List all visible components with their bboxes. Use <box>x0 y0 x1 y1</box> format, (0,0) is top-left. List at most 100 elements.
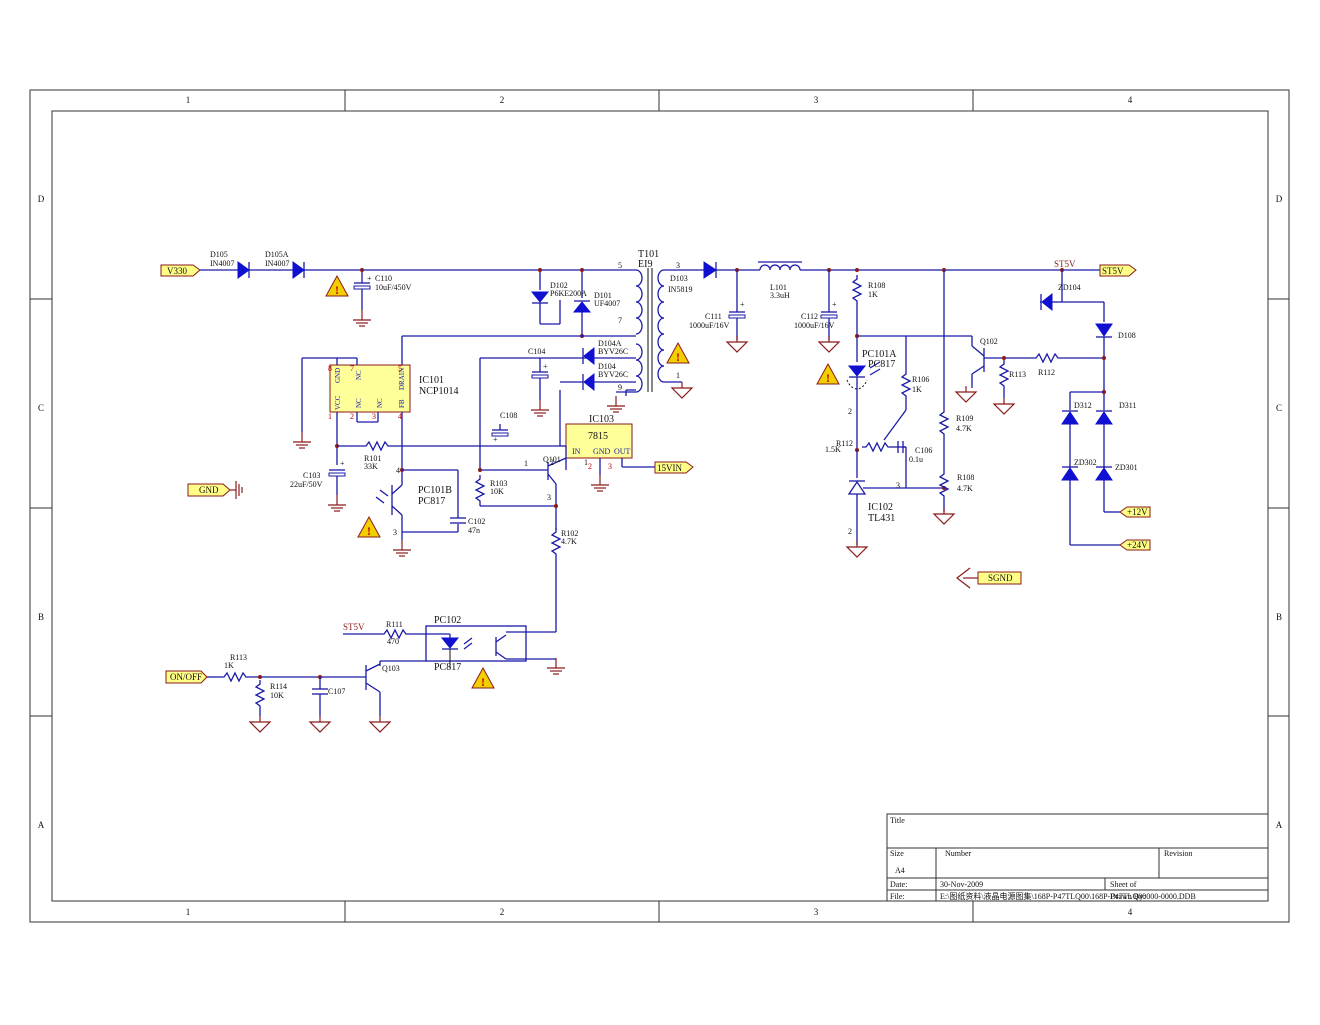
svg-text:D101: D101 <box>594 291 612 300</box>
row-label-right: B <box>1276 612 1282 622</box>
svg-text:8: 8 <box>328 364 332 373</box>
diode-d312: D312 <box>1061 401 1092 425</box>
svg-text:C102: C102 <box>468 517 485 526</box>
svg-text:C107: C107 <box>328 687 345 696</box>
ic-ic101: GND NC DRAIN VCC NC NC FB 8 7 5 1 2 3 4 … <box>328 364 458 421</box>
svg-text:IN4007: IN4007 <box>210 259 234 268</box>
ground-icon <box>846 540 868 558</box>
svg-text:3: 3 <box>608 462 612 471</box>
row-label-left: A <box>38 820 45 830</box>
svg-text:R108: R108 <box>957 473 974 482</box>
transistor-q103: Q103 <box>365 663 400 716</box>
svg-text:V330: V330 <box>167 266 187 276</box>
svg-text:D103: D103 <box>670 274 688 283</box>
resistor-r112 <box>861 442 893 452</box>
svg-text:1: 1 <box>676 371 680 380</box>
ground-icon <box>993 397 1015 415</box>
file-label: File: <box>890 892 905 901</box>
svg-text:4: 4 <box>398 412 402 421</box>
port-onoff: ON/OFF <box>165 670 208 684</box>
svg-text:R108: R108 <box>868 281 885 290</box>
svg-text:PC817: PC817 <box>418 496 445 507</box>
svg-text:R101: R101 <box>364 454 381 463</box>
ground-icon <box>671 381 693 399</box>
ground-icon <box>546 657 566 675</box>
svg-text:D105A: D105A <box>265 250 289 259</box>
svg-text:PC817: PC817 <box>434 662 461 673</box>
ground-icon <box>530 399 550 417</box>
svg-text:D311: D311 <box>1119 401 1136 410</box>
svg-text:R103: R103 <box>490 479 507 488</box>
svg-text:2: 2 <box>588 462 592 471</box>
ground-icon <box>292 431 312 449</box>
svg-text:0.1u: 0.1u <box>909 455 923 464</box>
resistor-r113 <box>219 672 251 682</box>
svg-text:T101: T101 <box>638 249 659 260</box>
ground-icon <box>309 715 331 733</box>
ground-icon <box>955 385 977 403</box>
number-label: Number <box>945 849 972 858</box>
svg-text:+: + <box>740 300 745 309</box>
svg-text:BYV26C: BYV26C <box>598 347 628 356</box>
svg-text:4.7K: 4.7K <box>957 484 973 493</box>
warning-icon <box>357 516 381 539</box>
ground-icon <box>352 309 372 327</box>
svg-text:9: 9 <box>618 383 622 392</box>
svg-text:+: + <box>340 459 345 468</box>
date-label: Date: <box>890 880 907 889</box>
inner-border <box>51 110 1269 902</box>
inductor-l101: L101 3.3uH <box>758 261 802 300</box>
svg-text:1.5K: 1.5K <box>825 445 841 454</box>
svg-text:IN5819: IN5819 <box>668 285 692 294</box>
shunt-ic102: IC102 TL431 2 3 <box>847 450 900 545</box>
diode-d104a: D104A BYV26C <box>582 339 628 366</box>
svg-text:NC: NC <box>355 398 363 408</box>
diode-d108: D108 <box>1095 323 1136 340</box>
svg-text:Q101: Q101 <box>543 455 561 464</box>
diode-d105: D105 IN4007 <box>210 250 250 279</box>
svg-text:1K: 1K <box>868 290 878 299</box>
port-12v: +12V <box>1119 506 1151 518</box>
resistor-r103 <box>475 474 485 506</box>
ground-icon <box>818 335 840 353</box>
svg-text:ST5V: ST5V <box>1102 266 1124 276</box>
svg-text:2: 2 <box>350 412 354 421</box>
resistor-r102 <box>551 527 561 559</box>
svg-text:R106: R106 <box>912 375 929 384</box>
svg-text:+: + <box>543 362 548 371</box>
ground-icon <box>606 395 626 413</box>
ground-icon <box>933 507 955 525</box>
svg-text:R109: R109 <box>956 414 973 423</box>
resistor-r109 <box>939 407 949 439</box>
port-24v: +24V <box>1119 539 1151 551</box>
svg-text:D102: D102 <box>550 281 568 290</box>
row-label-left: D <box>38 194 45 204</box>
capacitor-c110: + C110 10uF/450V <box>353 270 412 310</box>
svg-text:PC101A: PC101A <box>862 349 897 360</box>
resistor-r113-sec <box>999 359 1009 391</box>
row-label-left: C <box>38 403 44 413</box>
svg-text:22uF/50V: 22uF/50V <box>290 480 323 489</box>
size-value: A4 <box>895 866 905 875</box>
svg-text:+24V: +24V <box>1127 540 1148 550</box>
transistor-q102: Q102 <box>971 336 998 388</box>
port-15vin: 15VIN <box>654 461 694 474</box>
svg-text:7815: 7815 <box>588 431 608 442</box>
warning-icon <box>666 342 690 365</box>
svg-text:470: 470 <box>387 637 399 646</box>
svg-text:47n: 47n <box>468 526 480 535</box>
outer-border <box>29 89 1290 923</box>
col-label-top: 4 <box>1128 95 1133 105</box>
svg-text:2: 2 <box>550 458 554 467</box>
capacitor-c102: C102 47n <box>450 517 485 535</box>
capacitor-c107: C107 <box>312 677 345 716</box>
net-label-st5v: ST5V <box>343 622 365 632</box>
svg-text:10uF/450V: 10uF/450V <box>375 283 412 292</box>
svg-text:Q102: Q102 <box>980 337 998 346</box>
col-label-bottom: 1 <box>186 907 191 917</box>
transformer-t101: T101 EI9 5 7 9 3 1 <box>618 249 680 393</box>
svg-text:Q103: Q103 <box>382 664 400 673</box>
svg-text:ZD302: ZD302 <box>1074 458 1097 467</box>
col-label-bottom: 2 <box>500 907 505 917</box>
svg-text:5: 5 <box>618 261 622 270</box>
